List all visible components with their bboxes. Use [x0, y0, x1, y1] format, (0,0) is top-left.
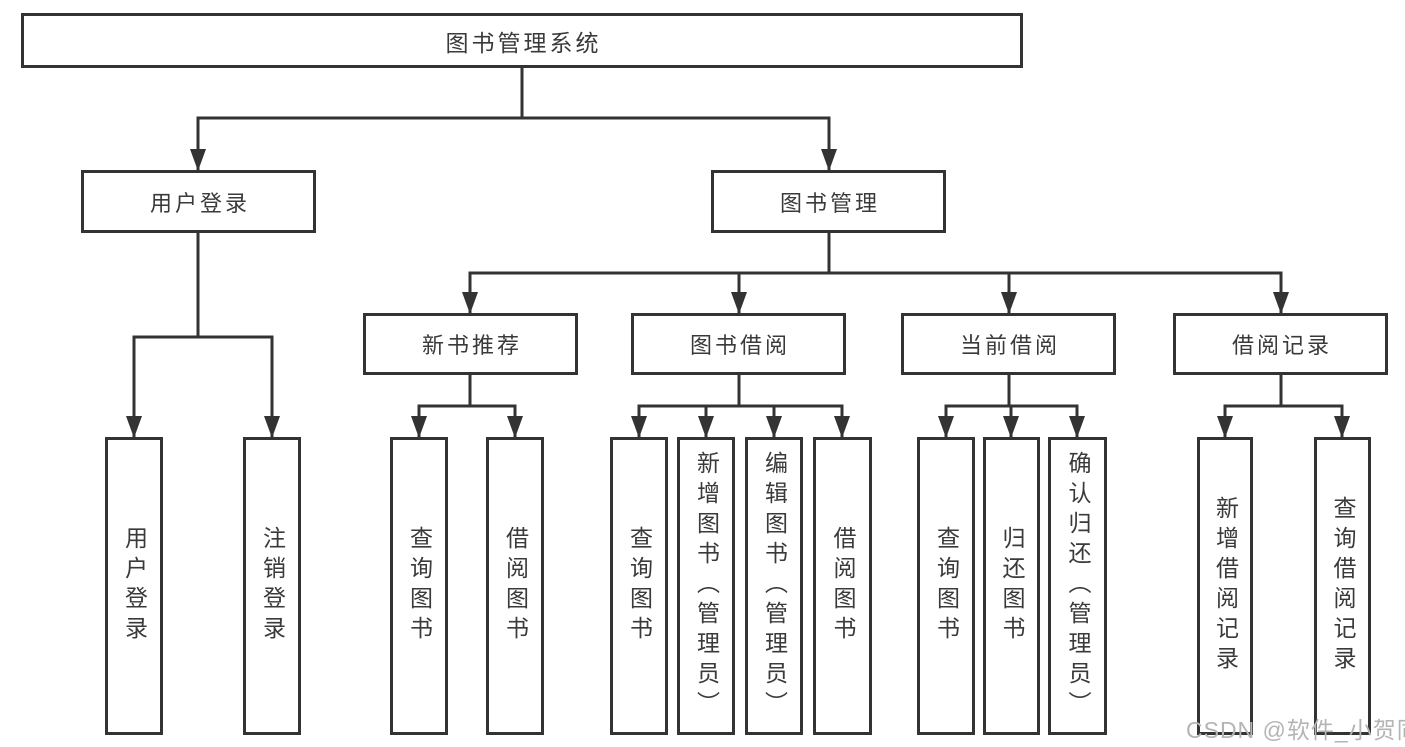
node-label: 新书推荐	[421, 333, 522, 358]
node-label: 图书管理	[779, 190, 880, 216]
node-book-borrowing: 图书借阅	[631, 313, 846, 375]
leaf-add-books-admin: 新增图书（管理员）	[677, 437, 735, 735]
node-label: 借阅记录	[1231, 333, 1332, 358]
node-label: 当前借阅	[959, 333, 1060, 358]
leaf-label: 借阅图书	[502, 526, 529, 646]
leaf-label: 新增图书（管理员）	[693, 451, 720, 721]
leaf-borrow-books-1: 借阅图书	[486, 437, 544, 735]
node-book-management: 图书管理	[711, 170, 946, 233]
leaf-borrow-books-2: 借阅图书	[813, 437, 872, 735]
leaf-logout: 注销登录	[243, 437, 301, 735]
node-label: 图书借阅	[689, 333, 790, 358]
leaf-label: 新增借阅记录	[1212, 496, 1239, 676]
leaf-label: 查询图书	[933, 526, 960, 646]
connector-root-to-level2	[190, 66, 837, 172]
leaf-label: 查询图书	[626, 526, 653, 646]
leaf-query-books-2: 查询图书	[610, 437, 668, 735]
node-user-login: 用户登录	[81, 170, 316, 233]
leaf-label: 用户登录	[121, 526, 148, 646]
node-borrowing-records: 借阅记录	[1173, 313, 1388, 375]
leaf-return-books: 归还图书	[983, 437, 1040, 735]
connector-book-management-children	[462, 231, 1289, 315]
connector-new-book-rec-children	[411, 373, 523, 439]
leaf-query-borrow-record: 查询借阅记录	[1314, 437, 1371, 735]
node-label: 用户登录	[149, 190, 250, 216]
leaf-label: 确认归还（管理员）	[1065, 451, 1091, 721]
leaf-label: 归还图书	[999, 526, 1025, 646]
leaf-label: 注销登录	[259, 526, 286, 646]
node-current-borrowing: 当前借阅	[901, 313, 1116, 375]
leaf-label: 查询图书	[406, 526, 433, 646]
node-library-management-system: 图书管理系统	[21, 13, 1023, 68]
csdn-watermark: CSDN @软件_小贺同学	[1186, 717, 1405, 743]
leaf-label: 编辑图书（管理员）	[761, 451, 788, 721]
leaf-label: 借阅图书	[830, 526, 856, 646]
leaf-label: 查询借阅记录	[1330, 496, 1356, 676]
leaf-query-books-3: 查询图书	[917, 437, 975, 735]
leaf-add-borrow-record: 新增借阅记录	[1197, 437, 1253, 735]
connector-book-borrow-children	[631, 373, 850, 439]
connector-user-login-children	[126, 231, 280, 439]
leaf-confirm-return-admin: 确认归还（管理员）	[1048, 437, 1107, 735]
node-label: 图书管理系统	[445, 29, 602, 56]
connector-current-borrow-children	[938, 373, 1085, 439]
leaf-edit-books-admin: 编辑图书（管理员）	[745, 437, 803, 735]
leaf-user-login: 用户登录	[105, 437, 163, 735]
node-new-book-recommendation: 新书推荐	[363, 313, 578, 375]
leaf-query-books-1: 查询图书	[390, 437, 448, 735]
connector-borrow-records-children	[1217, 373, 1350, 439]
